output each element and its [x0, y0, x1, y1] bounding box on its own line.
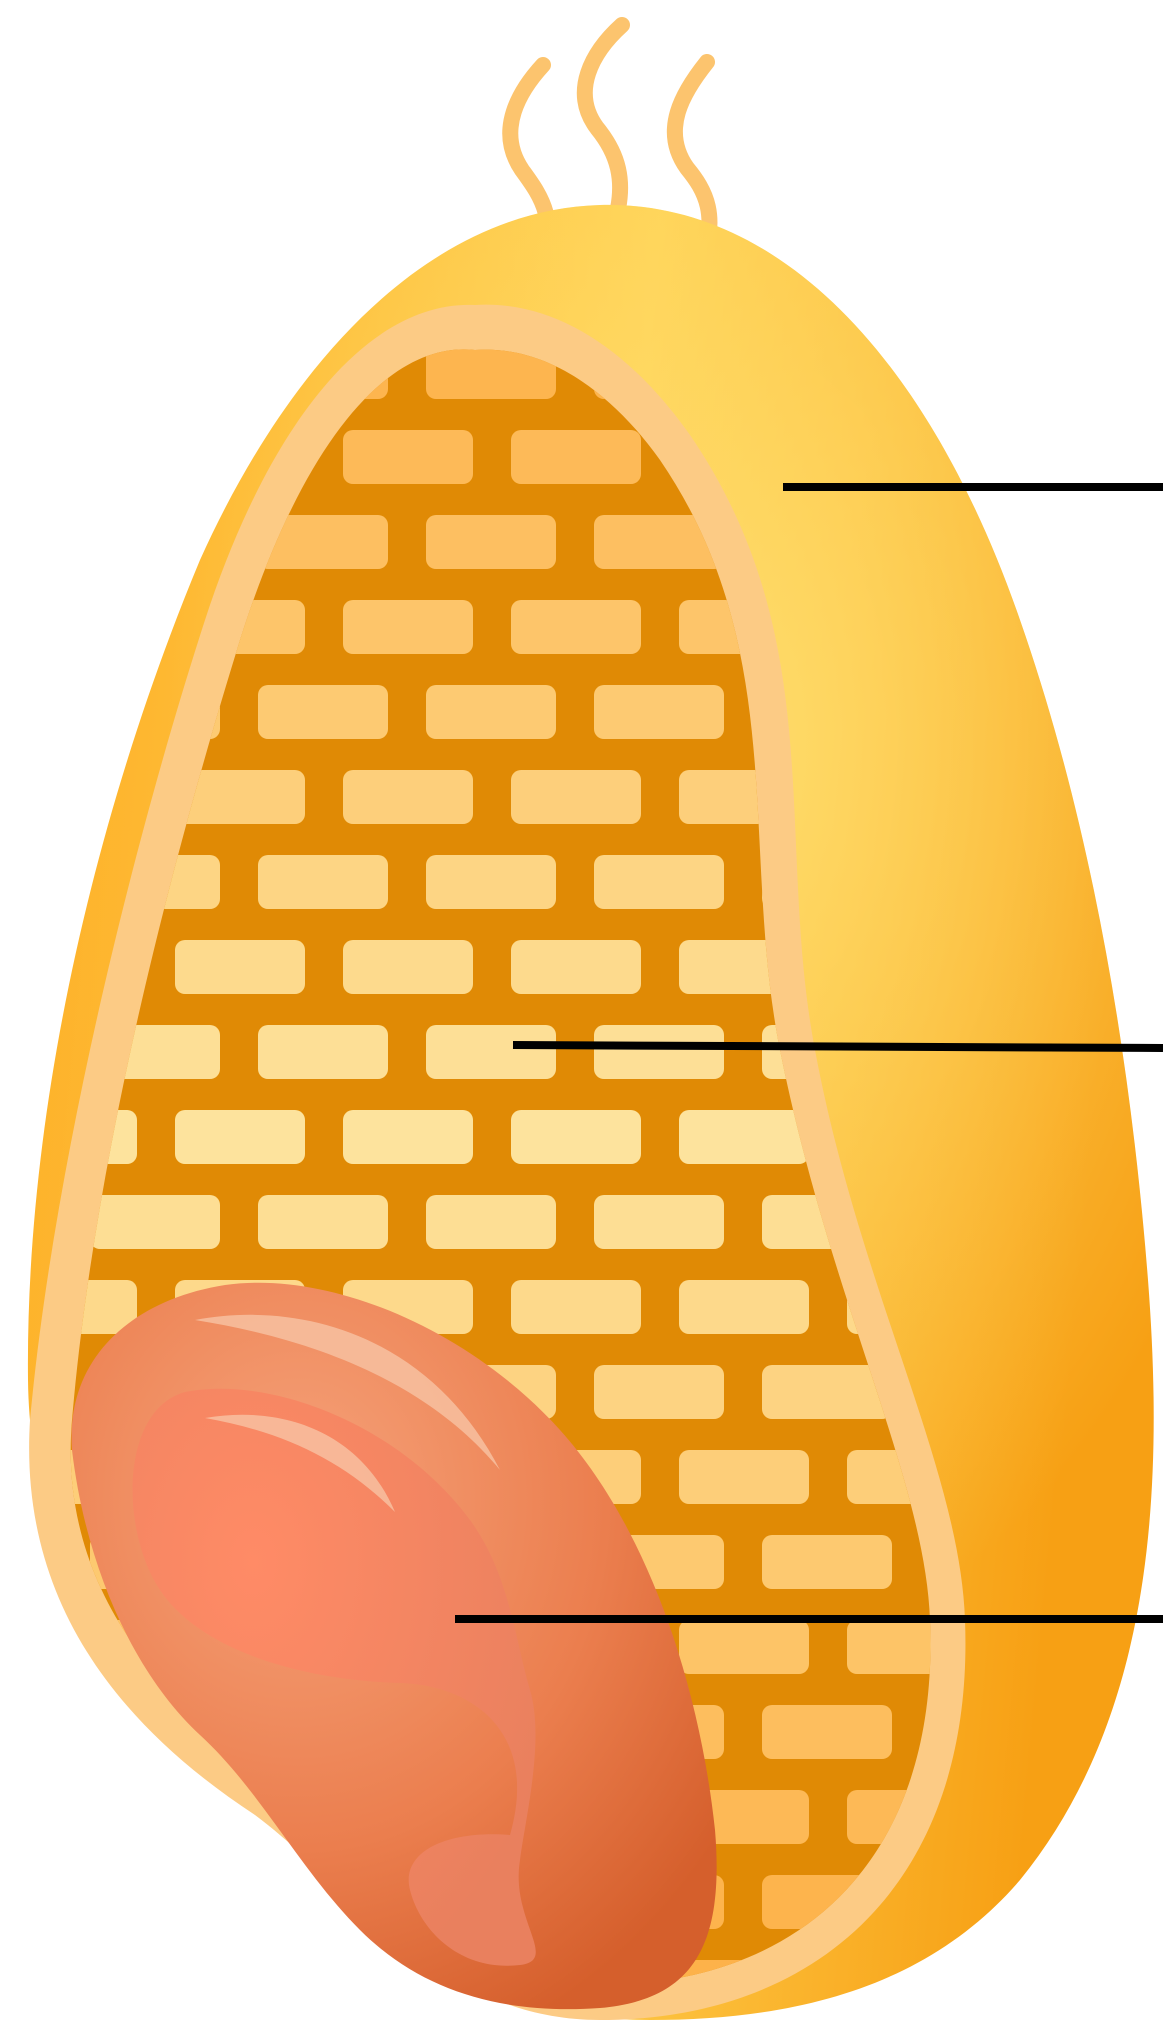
starch-cell	[1098, 685, 1163, 739]
starch-cell	[1015, 1960, 1145, 2014]
starch-cell	[175, 1960, 305, 2014]
starch-cell	[594, 1025, 724, 1079]
starch-cell	[0, 685, 52, 739]
starch-cell	[426, 685, 556, 739]
starch-cell	[175, 940, 305, 994]
starch-cell	[0, 1705, 52, 1759]
starch-cell	[511, 600, 641, 654]
starch-cell	[343, 600, 473, 654]
starch-cell	[511, 1280, 641, 1334]
starch-cell	[7, 1790, 137, 1844]
starch-cell	[1015, 430, 1145, 484]
starch-cell	[679, 1110, 809, 1164]
starch-cell	[679, 1620, 809, 1674]
starch-cell	[594, 685, 724, 739]
starch-cell	[90, 345, 220, 399]
starch-cell	[343, 770, 473, 824]
starch-cell	[511, 1110, 641, 1164]
starch-cell	[594, 855, 724, 909]
starch-cell	[343, 1110, 473, 1164]
starch-cell	[679, 1280, 809, 1334]
starch-cell	[0, 855, 52, 909]
starch-cell	[1015, 600, 1145, 654]
starch-cell	[426, 855, 556, 909]
starch-cell	[343, 940, 473, 994]
starch-cell	[175, 1110, 305, 1164]
starch-cell	[7, 1960, 137, 2014]
starch-cell	[930, 345, 1060, 399]
starch-cell	[762, 1535, 892, 1589]
starch-cell	[258, 1025, 388, 1079]
starch-cell	[426, 1195, 556, 1249]
starch-cell	[90, 1195, 220, 1249]
starch-cell	[0, 515, 52, 569]
starch-cell	[258, 685, 388, 739]
starch-cell	[511, 430, 641, 484]
starch-cell	[594, 1365, 724, 1419]
starch-cell	[1098, 1875, 1163, 1929]
starch-cell	[1098, 855, 1163, 909]
endosperm-pointer	[513, 1045, 1163, 1048]
starch-cell	[762, 1705, 892, 1759]
starch-cell	[426, 1025, 556, 1079]
starch-cell	[511, 940, 641, 994]
starch-cell	[1098, 345, 1163, 399]
starch-cell	[0, 1025, 52, 1079]
starch-cell	[343, 430, 473, 484]
starch-cell	[0, 1875, 52, 1929]
starch-cell	[511, 770, 641, 824]
starch-cell	[426, 515, 556, 569]
starch-cell	[258, 1195, 388, 1249]
starch-cell	[90, 1875, 220, 1929]
starch-cell	[258, 855, 388, 909]
starch-cell	[0, 345, 52, 399]
starch-cell	[7, 600, 137, 654]
starch-cell	[1098, 515, 1163, 569]
hair-middle	[585, 25, 622, 230]
starch-cell	[679, 1450, 809, 1504]
starch-cell	[594, 1195, 724, 1249]
starch-cell	[7, 430, 137, 484]
